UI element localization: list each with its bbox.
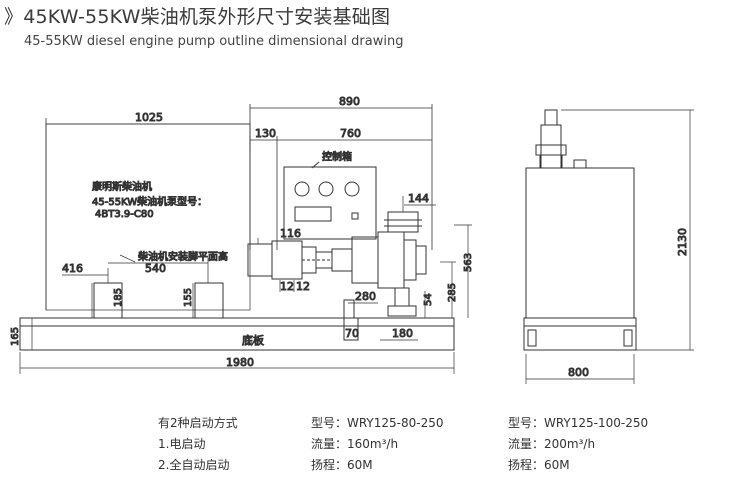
dim-70: 70 bbox=[345, 327, 359, 340]
dim-1980: 1980 bbox=[226, 356, 254, 369]
dim-144: 144 bbox=[408, 192, 429, 205]
dim-2130: 2130 bbox=[676, 228, 689, 256]
end-view-dimensions bbox=[525, 109, 694, 384]
dim-416: 416 bbox=[62, 262, 83, 275]
dim-54: 54 bbox=[423, 293, 434, 306]
dim-280: 280 bbox=[355, 290, 376, 303]
pump-b-head: 扬程：60M bbox=[508, 458, 570, 472]
pump-body bbox=[351, 196, 427, 317]
side-vertical-dimensions bbox=[31, 204, 472, 350]
overall-length-dimension bbox=[19, 352, 455, 374]
engine-label: 康明斯柴油机 bbox=[92, 180, 152, 193]
base-label: 底板 bbox=[242, 333, 264, 347]
pump-a-flow: 流量：160m³/h bbox=[311, 437, 399, 451]
dim-12-left: 12 bbox=[280, 280, 294, 293]
pump-a-model: 型号：WRY125-80-250 bbox=[311, 416, 444, 430]
start-mode-heading: 有2种启动方式 bbox=[158, 416, 238, 430]
spec-table: 有2种启动方式 1.电启动 2.全自动启动 型号：WRY125-80-250 流… bbox=[0, 413, 747, 488]
pump-b-model: 型号：WRY125-100-250 bbox=[508, 416, 649, 430]
start-mode-1: 1.电启动 bbox=[158, 437, 206, 451]
foot-dimensions bbox=[62, 254, 209, 318]
dim-1025: 1025 bbox=[135, 111, 163, 124]
outline-drawing: 890 1025 130 760 144 116 416 540 12 12 2… bbox=[10, 95, 694, 384]
dim-155: 155 bbox=[183, 288, 194, 307]
start-mode-2: 2.全自动启动 bbox=[158, 458, 230, 472]
engine-outline-frame bbox=[45, 123, 251, 311]
dim-540: 540 bbox=[145, 262, 166, 275]
dim-285: 285 bbox=[447, 283, 458, 302]
dim-130: 130 bbox=[255, 127, 276, 140]
dim-890: 890 bbox=[339, 95, 360, 108]
pump-a-column: 型号：WRY125-80-250 流量：160m³/h 扬程：60M bbox=[311, 413, 444, 476]
dim-185: 185 bbox=[113, 288, 124, 307]
pump-b-column: 型号：WRY125-100-250 流量：200m³/h 扬程：60M bbox=[508, 413, 648, 476]
dim-165: 165 bbox=[10, 327, 21, 346]
dim-800: 800 bbox=[568, 366, 589, 379]
dim-12-right: 12 bbox=[296, 280, 310, 293]
dim-116: 116 bbox=[280, 227, 301, 240]
control-box bbox=[283, 161, 377, 240]
pump-b-flow: 流量：200m³/h bbox=[508, 437, 596, 451]
base-frame-side bbox=[19, 282, 455, 351]
dim-760: 760 bbox=[340, 127, 361, 140]
page-title: 》45KW-55KW柴油机泵外形尺寸安装基础图 bbox=[4, 2, 390, 29]
start-mode-column: 有2种启动方式 1.电启动 2.全自动启动 bbox=[158, 413, 238, 476]
control-box-label: 控制箱 bbox=[322, 150, 352, 163]
title-marker: 》 bbox=[4, 6, 24, 28]
pump-a-head: 扬程：60M bbox=[311, 458, 373, 472]
dim-563: 563 bbox=[463, 253, 474, 272]
end-view bbox=[523, 109, 637, 351]
pump-model-heading: 45-55KW柴油机泵型号： bbox=[92, 195, 207, 208]
dim-180: 180 bbox=[392, 327, 413, 340]
page-subtitle: 45-55KW diesel engine pump outline dimen… bbox=[24, 34, 404, 49]
title-text: 45KW-55KW柴油机泵外形尺寸安装基础图 bbox=[23, 6, 391, 28]
pump-model-code: 4BT3.9-C80 bbox=[95, 209, 154, 220]
pump-shaft-coupling bbox=[247, 240, 353, 280]
foot-plane-label: 柴油机安装脚平面高 bbox=[138, 250, 228, 263]
